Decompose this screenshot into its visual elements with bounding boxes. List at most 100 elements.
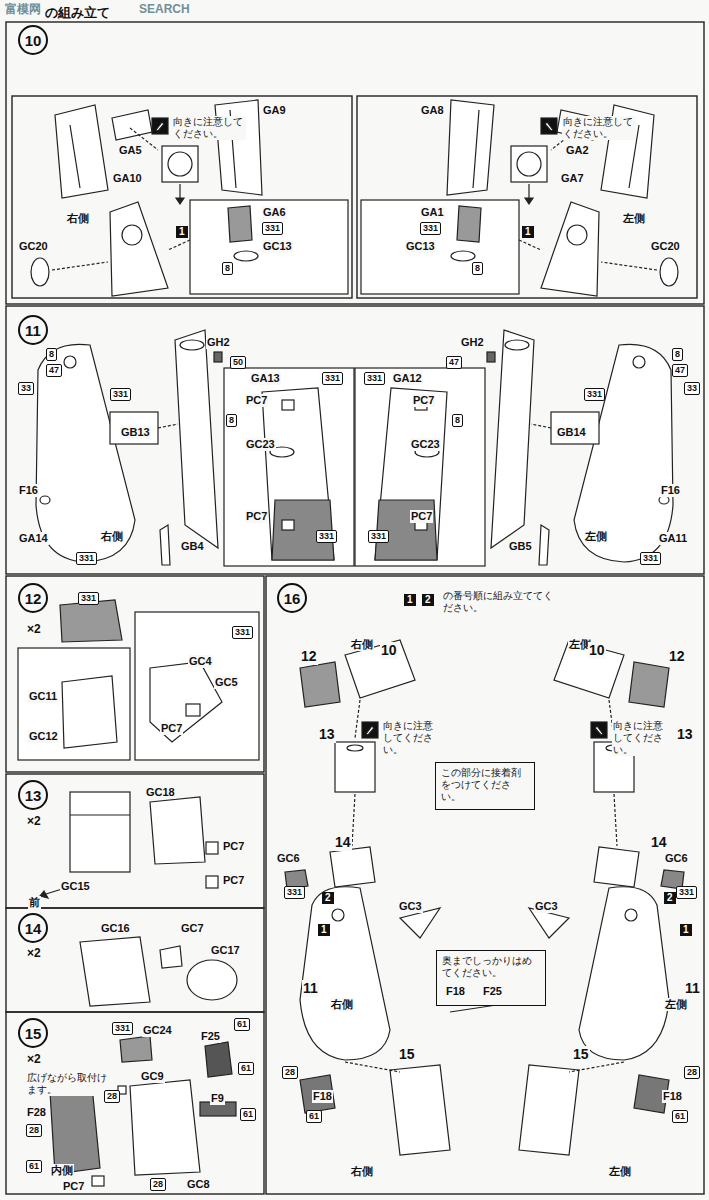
quantity-mark: ×2 bbox=[26, 946, 42, 960]
rect-shape bbox=[6, 908, 264, 1012]
subassembly-number: 14 bbox=[650, 834, 668, 851]
part-label: GA8 bbox=[420, 104, 445, 117]
step-15-parts bbox=[50, 1036, 236, 1186]
part-label: F18 bbox=[662, 1090, 683, 1103]
rect-shape bbox=[206, 876, 218, 888]
paint-code: 8 bbox=[472, 262, 483, 275]
node-text: 奥までしっかりはめてください。 bbox=[442, 955, 540, 979]
part-label: GA7 bbox=[560, 172, 585, 185]
subassembly-number: 13 bbox=[676, 726, 694, 743]
paint-code: 331 bbox=[322, 372, 343, 385]
part-label: 内側 bbox=[50, 1164, 74, 1177]
paint-code: 8 bbox=[672, 348, 683, 361]
quantity-mark: ×2 bbox=[26, 622, 42, 636]
part-label: GC4 bbox=[188, 655, 213, 668]
sequence-number: 2 bbox=[664, 892, 676, 904]
part-label: PC7 bbox=[62, 1180, 85, 1193]
paint-code: 47 bbox=[46, 364, 62, 377]
line-shape bbox=[70, 814, 130, 815]
rect-shape bbox=[70, 792, 130, 872]
paint-code: 61 bbox=[672, 1110, 688, 1123]
paint-code: 331 bbox=[316, 530, 337, 543]
part-label: PC7 bbox=[222, 874, 245, 887]
sequence-number: 1 bbox=[318, 924, 330, 936]
part-label: GB5 bbox=[508, 540, 533, 553]
paint-code: 61 bbox=[238, 1062, 254, 1075]
paint-code: 33 bbox=[18, 382, 34, 395]
sequence-number: 1 bbox=[404, 594, 416, 606]
part-label: F28 bbox=[26, 1106, 47, 1119]
instruction-note: 向きに注意してください。 bbox=[562, 116, 636, 140]
part-label: GC20 bbox=[650, 240, 681, 253]
part-label: GA14 bbox=[18, 532, 49, 545]
watermark: SEARCH bbox=[138, 2, 191, 16]
part-label: GA11 bbox=[658, 532, 688, 545]
part-label: PC7 bbox=[245, 510, 268, 523]
part-label: F16 bbox=[18, 484, 39, 497]
part-label: GC13 bbox=[405, 240, 436, 253]
part-label: GC23 bbox=[245, 438, 276, 451]
part-label: F9 bbox=[210, 1092, 225, 1105]
use-shape bbox=[36, 330, 354, 566]
step-number: 10 bbox=[18, 25, 48, 55]
part-label: GB14 bbox=[556, 426, 587, 439]
paint-code: 61 bbox=[26, 1160, 42, 1173]
rect-shape bbox=[6, 774, 264, 908]
paint-code: 331 bbox=[640, 552, 661, 565]
polygon-shape bbox=[130, 1080, 200, 1175]
polygon-shape bbox=[40, 891, 48, 898]
part-label: GA10 bbox=[112, 172, 143, 185]
part-label: GC3 bbox=[534, 900, 559, 913]
panel-frames bbox=[6, 22, 704, 1194]
part-label: 右側 bbox=[66, 212, 90, 225]
paint-code: 61 bbox=[240, 1108, 256, 1121]
quantity-mark: ×2 bbox=[26, 1052, 42, 1066]
part-label: 右側 bbox=[100, 530, 124, 543]
paint-code: 331 bbox=[284, 886, 305, 899]
sequence-number: 2 bbox=[322, 892, 334, 904]
subassembly-number: 12 bbox=[300, 648, 318, 665]
polygon-shape bbox=[60, 600, 122, 642]
paint-code: 28 bbox=[26, 1124, 42, 1137]
rect-shape bbox=[12, 96, 352, 298]
sequence-number: 1 bbox=[522, 226, 534, 238]
node-text: 16 bbox=[284, 590, 301, 607]
step-12-parts bbox=[18, 600, 259, 760]
part-label: F18 bbox=[312, 1090, 333, 1103]
part-label: GC17 bbox=[210, 944, 241, 957]
node-text: 12 bbox=[25, 590, 42, 607]
node-text: 11 bbox=[25, 322, 41, 339]
sequence-number: 1 bbox=[176, 226, 188, 238]
page-title: の組み立て bbox=[44, 5, 111, 21]
instruction-note: 広げながら取付けます。 bbox=[26, 1072, 108, 1096]
paint-code: 8 bbox=[46, 348, 57, 361]
part-label: GC13 bbox=[262, 240, 293, 253]
node-text: この部分に接着剤をつけてください。 bbox=[441, 767, 529, 803]
paint-code: 28 bbox=[684, 1066, 700, 1079]
paint-code: 50 bbox=[230, 356, 246, 369]
part-label: PC7 bbox=[412, 394, 435, 407]
part-label: GA5 bbox=[118, 144, 143, 157]
subassembly-number: 11 bbox=[684, 980, 701, 997]
part-label: GC11 bbox=[28, 690, 58, 703]
rect-shape bbox=[92, 1176, 104, 1186]
paint-code: 331 bbox=[78, 592, 99, 605]
part-label: GA13 bbox=[250, 372, 281, 385]
use-shape bbox=[285, 640, 450, 1155]
part-label: GC20 bbox=[18, 240, 49, 253]
part-label: 右側 bbox=[330, 998, 354, 1011]
use-shape bbox=[31, 100, 348, 296]
polygon-shape bbox=[120, 1036, 152, 1062]
polygon-shape bbox=[50, 1086, 100, 1174]
rect-shape bbox=[206, 842, 218, 854]
step-number: 14 bbox=[18, 913, 48, 943]
part-label: PC7 bbox=[245, 394, 268, 407]
part-label: GC3 bbox=[398, 900, 423, 913]
part-label: GC15 bbox=[60, 880, 91, 893]
paint-code: 331 bbox=[110, 388, 131, 401]
part-label: GA2 bbox=[565, 144, 590, 157]
paint-code: 8 bbox=[452, 414, 463, 427]
part-label: GC7 bbox=[180, 922, 205, 935]
node-text: 13 bbox=[25, 787, 42, 804]
